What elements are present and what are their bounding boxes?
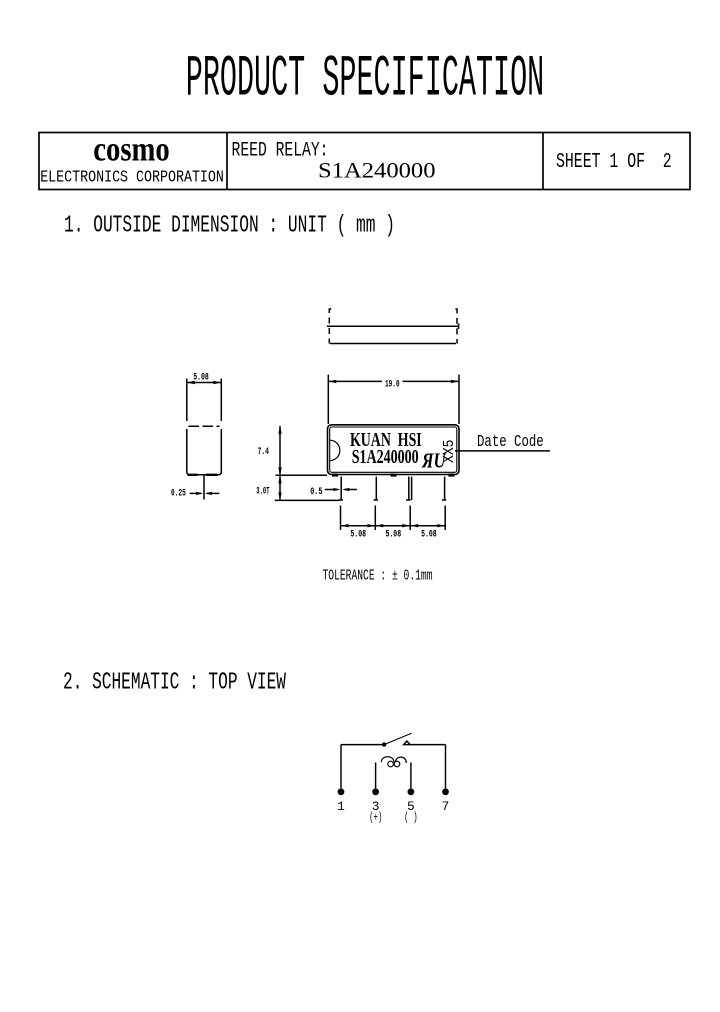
svg-text:1. OUTSIDE DIMENSION : UNIT (: 1. OUTSIDE DIMENSION : UNIT ( mm ) bbox=[64, 212, 395, 239]
svg-text:3.0T: 3.0T bbox=[256, 485, 269, 497]
svg-text:SHEET 1 OF 2: SHEET 1 OF 2 bbox=[556, 151, 672, 174]
svg-text:cosmo: cosmo bbox=[93, 130, 170, 169]
svg-text:5.08: 5.08 bbox=[386, 529, 402, 541]
svg-text:3: 3 bbox=[372, 799, 380, 814]
svg-text:2. SCHEMATIC : TOP VIEW: 2. SCHEMATIC : TOP VIEW bbox=[63, 670, 286, 697]
svg-text:7: 7 bbox=[442, 799, 450, 814]
svg-text:1: 1 bbox=[337, 799, 345, 814]
svg-text:5.08: 5.08 bbox=[350, 529, 366, 541]
svg-text:ЯU: ЯU bbox=[421, 448, 447, 472]
svg-text:0.5: 0.5 bbox=[310, 486, 322, 498]
svg-text:S1A240000: S1A240000 bbox=[318, 157, 436, 182]
svg-text:19.0: 19.0 bbox=[385, 379, 400, 391]
svg-text:5.08: 5.08 bbox=[193, 371, 209, 383]
svg-text:S1A240000: S1A240000 bbox=[352, 447, 419, 468]
svg-text:TOLERANCE : ± 0.1mm: TOLERANCE : ± 0.1mm bbox=[323, 568, 433, 585]
svg-text:ELECTRONICS CORPORATION: ELECTRONICS CORPORATION bbox=[40, 167, 224, 186]
svg-text:5: 5 bbox=[407, 799, 415, 814]
svg-text:(+): (+) bbox=[369, 812, 382, 825]
svg-text:XX5: XX5 bbox=[441, 440, 458, 464]
svg-text:0.25: 0.25 bbox=[171, 488, 186, 500]
svg-text:KUAN HSI: KUAN HSI bbox=[350, 429, 422, 451]
svg-text:PRODUCT SPECIFICATION: PRODUCT SPECIFICATION bbox=[186, 48, 545, 113]
svg-text:7.4: 7.4 bbox=[258, 446, 269, 458]
svg-text:REED RELAY:: REED RELAY: bbox=[232, 140, 329, 163]
svg-text:( ): ( ) bbox=[404, 812, 418, 825]
svg-text:5.08: 5.08 bbox=[421, 529, 437, 541]
svg-text:Date Code: Date Code bbox=[477, 432, 544, 451]
